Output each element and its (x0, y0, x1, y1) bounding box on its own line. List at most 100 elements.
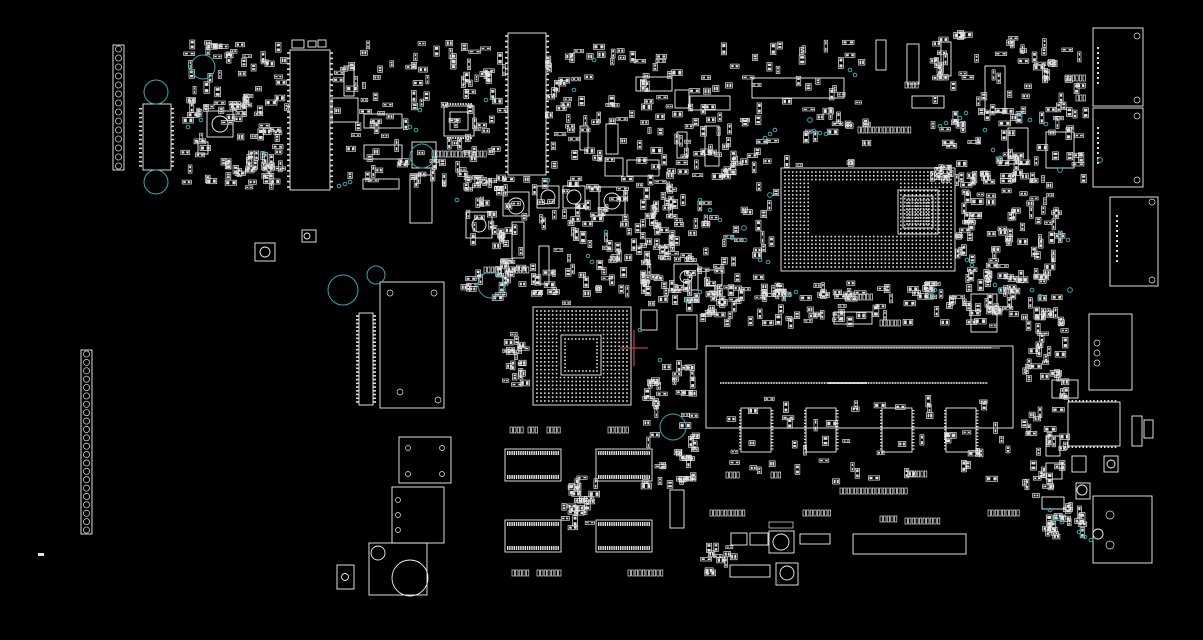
passive-outline (842, 39, 855, 45)
bga-ball (563, 380, 566, 383)
passive-pad (473, 147, 476, 150)
ic-pin (287, 111, 290, 113)
bga-ball (919, 194, 921, 196)
passive-pad (399, 159, 403, 164)
passive-component (692, 118, 699, 127)
passive-pad (641, 80, 646, 83)
bga-ball (795, 175, 798, 177)
passive-pad (1066, 77, 1069, 82)
passive-pad (963, 72, 966, 75)
pin-pad (139, 116, 142, 119)
bga-ball (602, 400, 605, 402)
bga-ball (606, 361, 609, 363)
passive-pad (232, 181, 236, 185)
bga-ball (579, 380, 581, 383)
bga-ball (540, 392, 542, 394)
bga-ball (803, 224, 806, 226)
bga-ball (622, 388, 624, 391)
passive-pad (279, 150, 281, 154)
passive-outline (240, 102, 253, 108)
pin-pad (467, 103, 470, 105)
passive-component (453, 118, 459, 128)
passive-component (241, 58, 247, 67)
passive-outline (1051, 254, 1056, 262)
passive-pad (998, 310, 1001, 314)
pin-pad (816, 382, 817, 384)
passive-pad (1030, 197, 1034, 199)
bga-ball (594, 384, 597, 387)
bga-ball (784, 262, 786, 264)
ic-pin (356, 337, 359, 340)
passive-component (461, 75, 466, 88)
passive-outline (962, 298, 967, 306)
bga-ball (927, 262, 929, 264)
connector-pin (83, 518, 90, 526)
passive-pad (1023, 49, 1026, 52)
pin-pad (949, 382, 951, 384)
bga-ball (567, 325, 570, 328)
passive-pad (455, 124, 457, 127)
passive-component (1038, 279, 1047, 284)
pin-pad (897, 347, 899, 349)
array-segment (451, 150, 455, 158)
pin-pad (885, 382, 887, 384)
bga-ball (927, 239, 929, 242)
bga-ball (938, 258, 941, 261)
passive-pad (1009, 275, 1013, 278)
passive-outline (1001, 129, 1007, 141)
pin-pad (825, 347, 827, 349)
passive-pad (690, 89, 694, 92)
passive-outline (1028, 297, 1033, 309)
bga-ball (857, 262, 860, 264)
bga-ball (551, 314, 554, 316)
bga-ball (925, 220, 928, 222)
array-segment (734, 509, 738, 517)
bga-ball (934, 201, 937, 204)
passive-component (987, 271, 993, 279)
bga-ball (567, 318, 570, 320)
bga-ball (583, 329, 585, 332)
passive-outline (755, 115, 762, 125)
ic-pin (330, 89, 333, 92)
passive-pad (820, 115, 823, 119)
pin-pad (984, 382, 986, 384)
bga-ball (555, 318, 558, 320)
passive-pad (843, 41, 847, 44)
passive-component (368, 178, 379, 183)
passive-pad (976, 308, 980, 311)
passive-outline (220, 120, 234, 125)
bga-ball (919, 258, 921, 261)
bga-ball (784, 182, 786, 185)
bga-ball (555, 376, 558, 379)
passive-outline (1048, 231, 1055, 244)
bga-ball (842, 178, 844, 181)
passive-component (815, 77, 821, 85)
array-segment (824, 509, 828, 517)
bga-ball (872, 262, 875, 264)
passive-pad (705, 105, 709, 109)
pin-pad (896, 347, 897, 349)
passive-pad (219, 110, 223, 113)
bga-ball (622, 372, 624, 375)
bga-ball (815, 258, 817, 261)
bga-ball (903, 243, 906, 245)
bga-ball (803, 239, 806, 242)
bga-ball (536, 318, 538, 320)
passive-pad (963, 190, 966, 194)
bga-ball (799, 209, 802, 211)
passive-pad (230, 105, 234, 109)
component-outline (775, 562, 799, 586)
passive-outline (706, 116, 716, 123)
bga-ball (571, 376, 574, 379)
passive-pad (975, 55, 978, 58)
passive-pad (487, 75, 491, 78)
pin-pad (951, 382, 953, 384)
bga-ball (598, 380, 601, 383)
bga-ball (555, 321, 558, 324)
passive-component (204, 174, 211, 184)
passive-outline (1010, 209, 1017, 221)
passive-pad (823, 109, 827, 113)
bga-ball (563, 400, 566, 402)
passive-pad (808, 131, 811, 133)
